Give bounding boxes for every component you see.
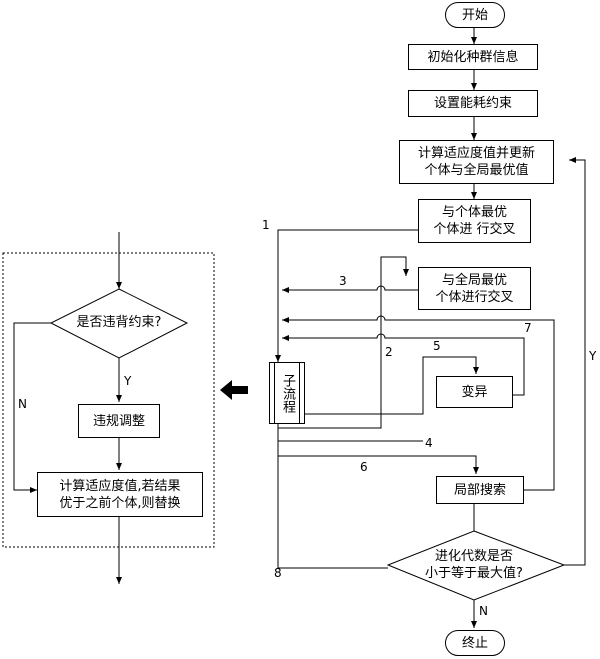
fitness-update-line-2: 个体与全局最优值 — [424, 163, 529, 178]
personal-best-line-1: 与个体最优 — [441, 205, 507, 220]
global-best-line-2: 个体进行交叉 — [435, 289, 514, 305]
constraint-decision-label: 是否违背约束? — [76, 315, 162, 330]
edge-label-6: 6 — [360, 460, 368, 474]
init-population-box: 初始化种群信息 — [408, 44, 538, 70]
edge-label-4: 4 — [425, 436, 433, 450]
constraint-decision-shape — [49, 288, 189, 359]
edge-label-8: 8 — [274, 566, 282, 580]
edge-label-1: 1 — [262, 218, 270, 232]
mutation-label: 变异 — [461, 384, 488, 400]
edge-label-5: 5 — [433, 339, 441, 353]
subprocess-pointer-arrow — [220, 380, 248, 400]
global-best-line-1: 与全局最优 — [441, 272, 507, 288]
start-node: 开始 — [445, 2, 505, 28]
evolution-decision-line-2: 小于等于最大值? — [425, 566, 523, 581]
subprocess-box: 子流程 — [269, 362, 305, 424]
compute-replace-line-1: 计算适应度值,若结果 — [59, 478, 181, 494]
evolution-decision-shape — [386, 530, 566, 601]
local-search-label: 局部搜索 — [453, 482, 506, 498]
compute-replace-line-2: 优于之前个体,则替换 — [59, 495, 181, 511]
energy-constraint-box: 设置能耗约束 — [408, 90, 538, 117]
fitness-update-line-1: 计算适应度值并更新 — [417, 146, 535, 161]
violation-adjust-box: 违规调整 — [78, 404, 160, 438]
init-population-label: 初始化种群信息 — [427, 49, 519, 65]
end-label: 终止 — [461, 635, 488, 651]
evolution-decision-line-1: 进化代数是否 — [434, 549, 513, 564]
left-yes-label: Y — [124, 374, 132, 388]
start-label: 开始 — [461, 7, 488, 23]
local-search-box: 局部搜索 — [436, 476, 524, 504]
edge-label-7: 7 — [524, 321, 532, 335]
energy-constraint-label: 设置能耗约束 — [433, 96, 512, 111]
compute-replace-box: 计算适应度值,若结果 优于之前个体,则替换 — [37, 472, 203, 517]
evolution-decision-text: 进化代数是否 小于等于最大值? — [400, 548, 548, 582]
edge-label-2: 2 — [385, 345, 393, 359]
mutation-box: 变异 — [436, 376, 513, 408]
violation-adjust-label: 违规调整 — [92, 413, 145, 429]
edge-label-3: 3 — [339, 274, 347, 288]
subprocess-label: 子流程 — [280, 373, 295, 413]
end-no-label: N — [479, 604, 488, 618]
end-node: 终止 — [445, 630, 505, 656]
fitness-update-box: 计算适应度值并更新 个体与全局最优值 — [399, 140, 554, 184]
personal-best-line-2: 个体进 行交叉 — [433, 222, 516, 237]
constraint-decision-text: 是否违背约束? — [60, 314, 178, 331]
left-no-label: N — [18, 397, 27, 411]
loop-yes-label: Y — [589, 349, 597, 363]
global-best-crossover-box: 与全局最优 个体进行交叉 — [418, 267, 531, 310]
personal-best-crossover-box: 与个体最优 个体进 行交叉 — [418, 199, 531, 243]
